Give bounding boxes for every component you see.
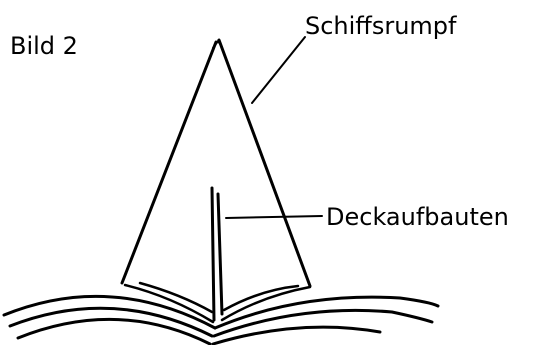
ship-hull — [122, 40, 310, 286]
hull-leader-line — [252, 37, 305, 103]
deck-leader-line — [226, 216, 322, 218]
deck-superstructure — [212, 188, 222, 320]
hull-label: Schiffsrumpf — [305, 14, 457, 38]
figure-label: Bild 2 — [10, 34, 78, 58]
superstructure-label: Deckaufbauten — [326, 205, 509, 229]
